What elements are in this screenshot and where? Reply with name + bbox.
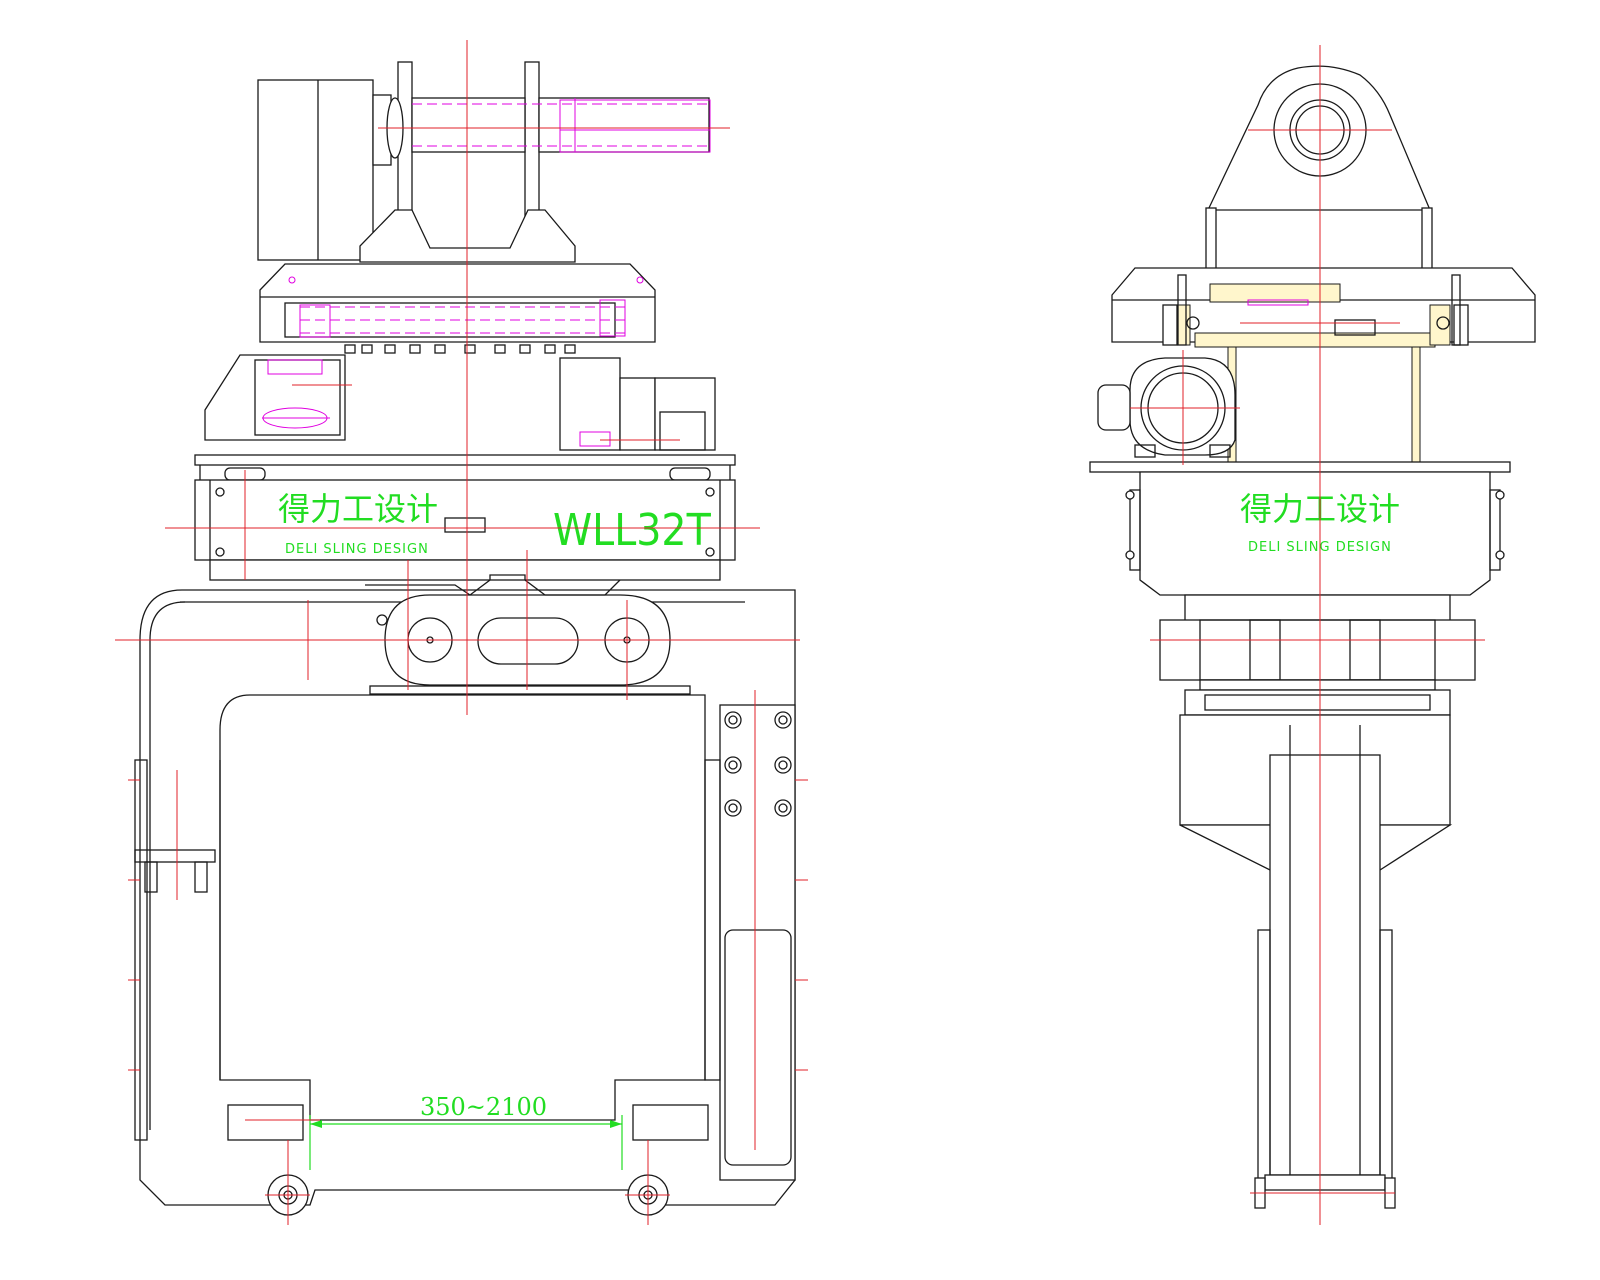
front-brand-en: DELI SLING DESIGN [285,542,429,557]
left-arm-details [134,759,221,1141]
drive-motor [257,79,392,261]
side-rotator-housing [1111,267,1536,348]
bolt-row [344,344,576,354]
main-beam: 得力工设计 DELI SLING DESIGN WLL32T [194,479,736,561]
side-main-beam: 得力工设计 DELI SLING DESIGN [1125,471,1505,596]
support-column-right [1411,346,1421,463]
top-plate [194,454,736,466]
c-frame [139,589,796,1206]
hydraulic-unit [559,357,716,451]
side-jaw-arm [1179,714,1453,1209]
bolt-grid [724,711,792,817]
side-carriage [1159,594,1476,716]
side-centerlines [1130,45,1485,1225]
jaw-opening-label: 350~2100 [420,1093,547,1121]
lifting-lug [1205,65,1433,284]
capacity-label: WLL32T [553,505,712,556]
opening-dimension: 350~2100 [309,1093,623,1170]
left-bracket [204,354,346,441]
right-arm-details [704,704,796,1181]
front-brand-cn: 得力工设计 [278,490,438,528]
pedestal [359,209,576,263]
front-view: 得力工设计 DELI SLING DESIGN WLL32T [115,40,808,1225]
jaw-right [627,1104,709,1216]
side-view: 得力工设计 DELI SLING DESIGN [1089,45,1536,1225]
rotator-housing [259,263,656,354]
side-top-plate [1089,461,1511,473]
side-brand-en: DELI SLING DESIGN [1248,540,1392,555]
front-centerlines [115,40,808,1225]
rotation-shaft [386,61,711,243]
